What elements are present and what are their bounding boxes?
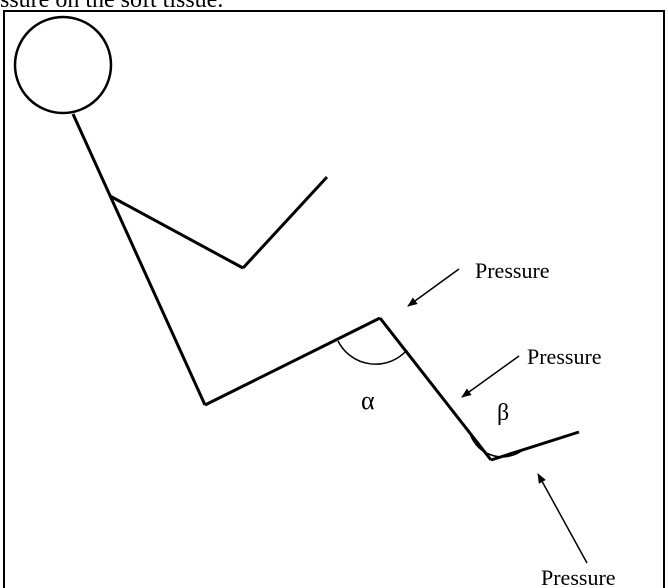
alpha-label: α (361, 386, 375, 415)
beta-angle-arc (468, 429, 525, 458)
beta-label: β (497, 400, 509, 426)
head-circle (13, 15, 113, 115)
alpha-angle-arc (337, 340, 408, 365)
pressure-label-middle: Pressure (527, 344, 602, 369)
pressure-label-upper: Pressure (475, 258, 550, 283)
upper-arm-line (109, 194, 244, 270)
torso-line (71, 113, 207, 406)
forearm-line (241, 175, 329, 270)
pressure-arrow-lower (537, 473, 588, 564)
figure-caption: ssure on the soft tissue. (0, 0, 224, 13)
pressure-label-lower: Pressure (541, 565, 616, 588)
thigh-line (204, 316, 381, 407)
shin-line (378, 317, 493, 461)
diagram-border (3, 10, 665, 588)
foot-line (490, 430, 580, 462)
pressure-arrow-middle (461, 355, 520, 398)
pressure-arrow-upper (407, 268, 460, 307)
